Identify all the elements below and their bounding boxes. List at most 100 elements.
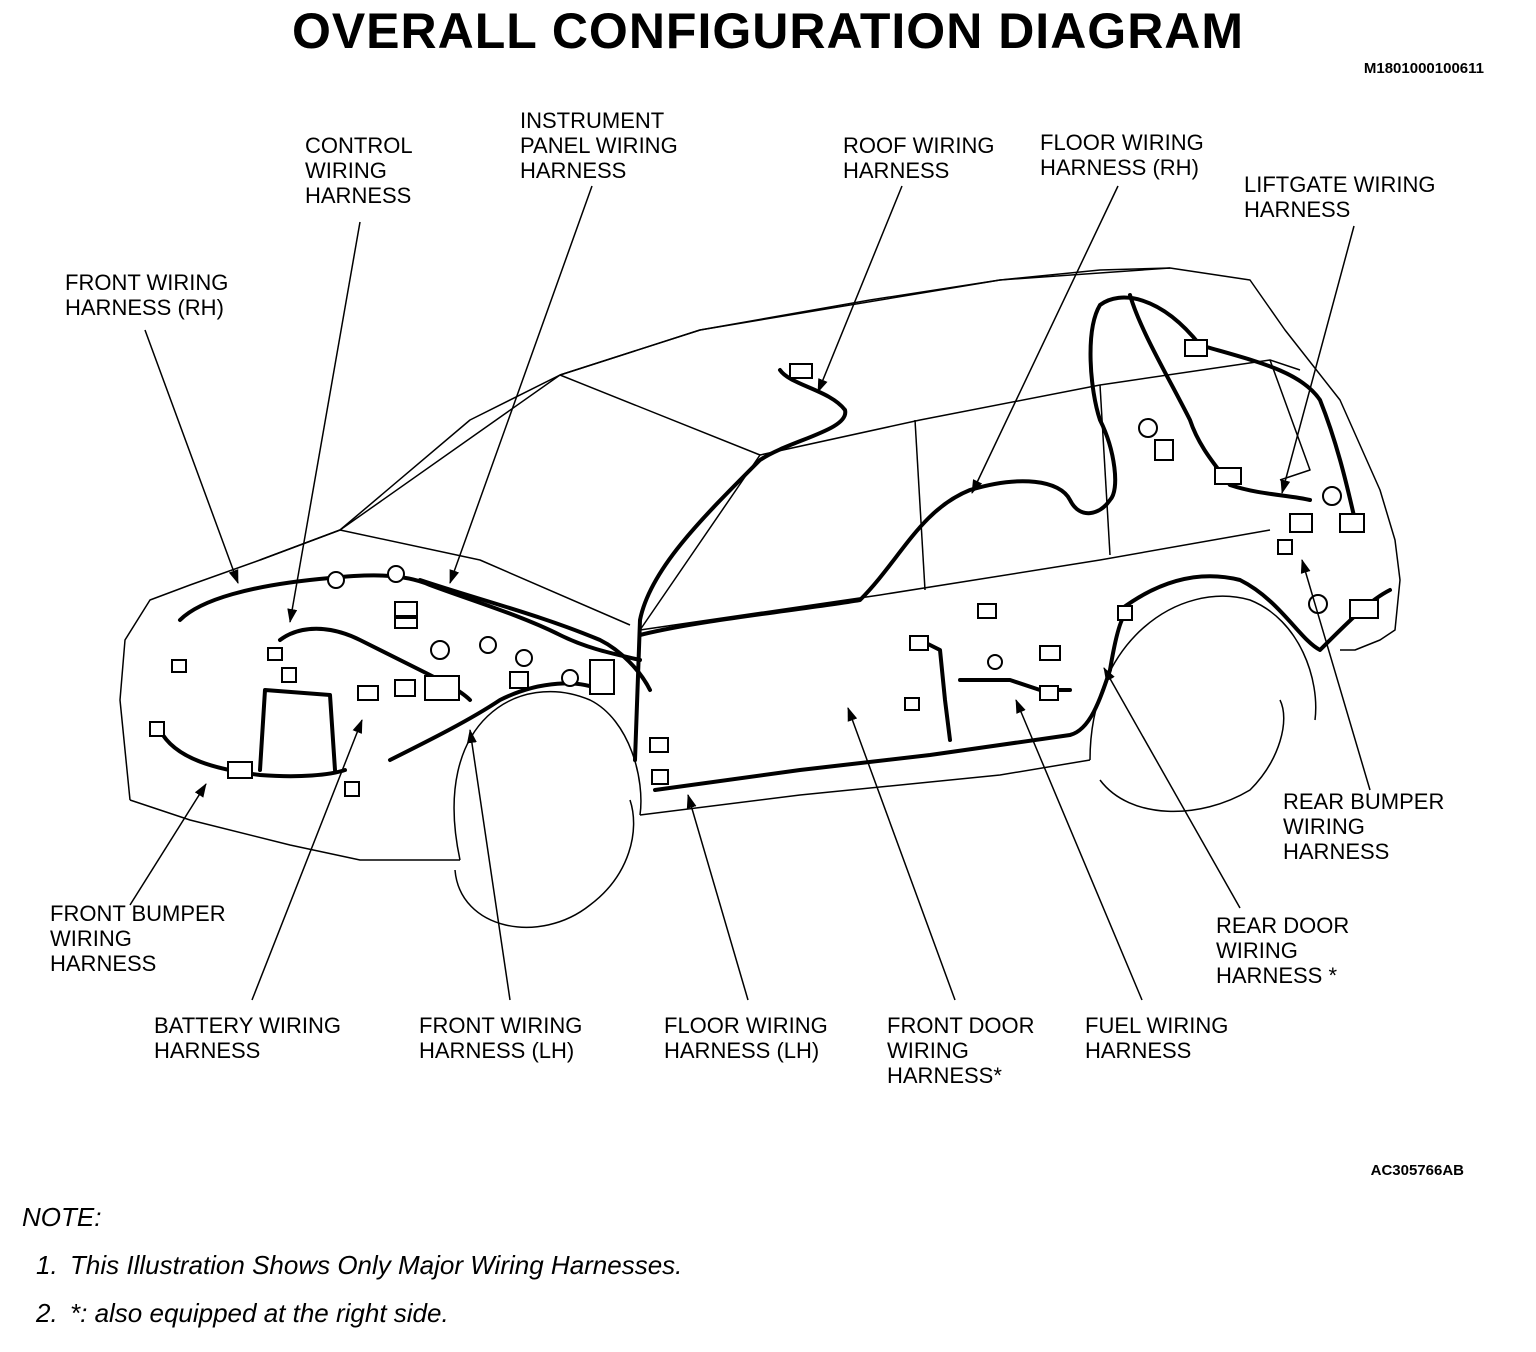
wiring-harness-runs	[158, 293, 1392, 792]
roof-line	[559, 267, 1171, 376]
front-bumper-harness-run	[158, 728, 347, 779]
vehicle-body-outline	[119, 267, 1401, 928]
label-fuel-wiring-harness: FUEL WIRING HARNESS	[1085, 1013, 1229, 1063]
label-front-wiring-harness-rh: FRONT WIRING HARNESS (RH)	[65, 270, 229, 320]
connector	[904, 697, 920, 711]
label-instrument-panel-wiring-harness: INSTRUMENT PANEL WIRING HARNESS	[520, 108, 678, 183]
arrow-fuel	[1015, 699, 1143, 1001]
instrument-panel-harness-run	[418, 578, 652, 692]
body-silhouette	[119, 267, 1401, 801]
figure-code: AC305766AB	[1370, 1162, 1464, 1179]
connector	[394, 601, 418, 617]
arrow-rear-bumper	[1300, 559, 1371, 791]
connector	[589, 659, 615, 695]
arrow-floor-lh	[686, 794, 749, 1001]
label-floor-wiring-harness-rh: FLOOR WIRING HARNESS (RH)	[1040, 130, 1204, 180]
grommet	[479, 636, 497, 654]
connector	[909, 635, 929, 651]
grommet	[561, 669, 579, 687]
grommet	[987, 654, 1003, 670]
label-liftgate-wiring-harness: LIFTGATE WIRING HARNESS	[1244, 172, 1436, 222]
note-heading: NOTE:	[22, 1202, 102, 1232]
connector	[789, 363, 813, 379]
note-item: 1. This Illustration Shows Only Major Wir…	[36, 1250, 682, 1281]
arrow-front-rh	[144, 329, 239, 584]
b-pillar	[914, 419, 926, 591]
note-item-text: *: also equipped at the right side.	[70, 1298, 449, 1328]
note-item: 2. *: also equipped at the right side.	[36, 1298, 449, 1329]
arrow-floor-rh	[971, 185, 1119, 494]
connector	[149, 721, 165, 737]
connector	[171, 659, 187, 673]
rocker-line	[639, 759, 1091, 816]
arrow-front-bumper	[129, 783, 207, 906]
connector	[1117, 605, 1133, 621]
lower-body-line	[129, 799, 460, 861]
label-rear-door-wiring-harness: REAR DOOR WIRING HARNESS *	[1216, 913, 1350, 988]
connector	[394, 617, 418, 629]
connector	[394, 679, 416, 697]
floor-lh-harness-run	[653, 613, 1127, 792]
leader-arrows	[129, 185, 1371, 1001]
label-control-wiring-harness: CONTROL WIRING HARNESS	[305, 133, 413, 208]
connector	[424, 675, 460, 701]
connector	[1184, 339, 1208, 357]
label-front-door-wiring-harness: FRONT DOOR WIRING HARNESS*	[887, 1013, 1035, 1088]
connector	[357, 685, 379, 701]
arrow-front-lh	[466, 729, 511, 1001]
windshield-top	[559, 374, 761, 631]
connector	[1154, 439, 1174, 461]
label-battery-wiring-harness: BATTERY WIRING HARNESS	[154, 1013, 342, 1063]
battery-harness-run	[258, 688, 337, 772]
connector	[227, 761, 253, 779]
label-front-bumper-wiring-harness: FRONT BUMPER WIRING HARNESS	[50, 901, 226, 976]
note-item-text: This Illustration Shows Only Major Wirin…	[70, 1250, 683, 1280]
grommet	[327, 571, 345, 589]
windshield-base	[339, 374, 561, 531]
connector	[649, 737, 669, 753]
connector	[1277, 539, 1293, 555]
roof-harness-run	[633, 368, 848, 762]
connector	[1289, 513, 1313, 533]
connector	[1214, 467, 1242, 485]
connector	[1039, 645, 1061, 661]
grommet	[387, 565, 405, 583]
rear-glass	[1269, 359, 1311, 481]
hood-line	[259, 529, 631, 626]
grommet	[1308, 594, 1328, 614]
connector	[651, 769, 669, 785]
liftgate-harness-run	[1128, 293, 1312, 502]
diagram-title: OVERALL CONFIGURATION DIAGRAM	[291, 3, 1245, 59]
label-floor-wiring-harness-lh: FLOOR WIRING HARNESS (LH)	[664, 1013, 828, 1063]
arrow-roof	[817, 185, 903, 393]
connector	[1039, 685, 1059, 701]
arrow-liftgate	[1280, 225, 1355, 494]
grommet	[1322, 486, 1342, 506]
connector	[281, 667, 297, 683]
grommet	[430, 640, 450, 660]
note-item-number: 1.	[36, 1250, 58, 1280]
arrow-control	[287, 221, 361, 623]
connector	[267, 647, 283, 661]
arrow-instrument-panel	[449, 185, 593, 584]
label-rear-bumper-wiring-harness: REAR BUMPER WIRING HARNESS	[1283, 789, 1445, 864]
floor-rh-harness-run	[638, 295, 1357, 637]
front-wheel-arch	[453, 690, 642, 861]
front-lh-harness-run	[388, 681, 602, 762]
note-item-number: 2.	[36, 1298, 58, 1328]
connector	[344, 781, 360, 797]
grommet	[515, 649, 533, 667]
arrow-battery	[251, 719, 363, 1001]
rear-wheel	[1099, 699, 1285, 813]
arrow-rear-door	[1103, 667, 1241, 909]
front-wheel	[454, 799, 635, 928]
c-pillar	[1099, 384, 1111, 556]
connector	[509, 671, 529, 689]
document-code: M1801000100611	[1363, 60, 1484, 77]
connector	[977, 603, 997, 619]
connectors	[149, 339, 1379, 797]
connector	[1339, 513, 1365, 533]
arrow-front-door	[847, 707, 956, 1001]
grommet	[1138, 418, 1158, 438]
